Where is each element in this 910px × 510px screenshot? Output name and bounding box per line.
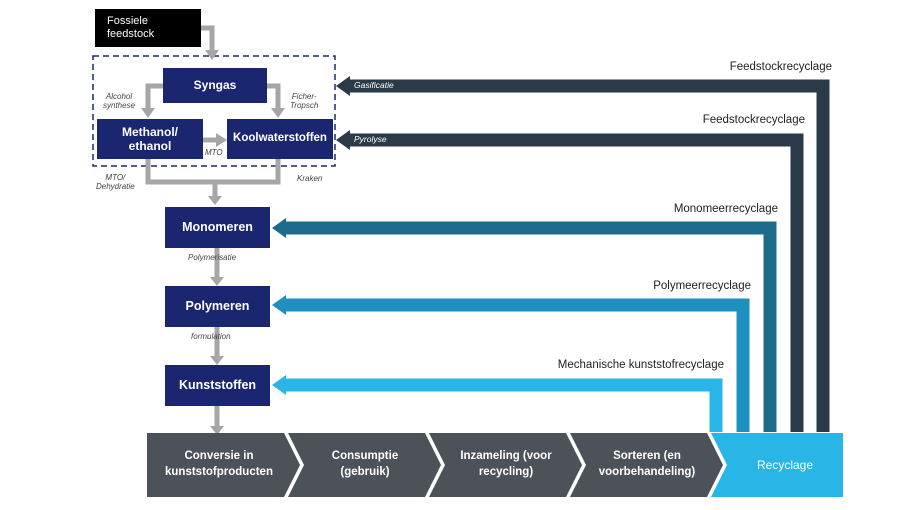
formulation-label: formulation bbox=[191, 332, 231, 341]
chain-step-sorting: Sorteren (en voorbehandeling) bbox=[598, 450, 696, 478]
mechanical-recycle-label: Mechanische kunststofrecyclage bbox=[557, 359, 724, 371]
pyrolysis-return-arrow bbox=[346, 133, 804, 432]
chain-step-shape bbox=[288, 433, 441, 497]
feedstock-recycle-label-2: Feedstockrecyclage bbox=[702, 114, 805, 126]
chain-step-shape bbox=[570, 433, 723, 497]
hydrocarbons-node: Koolwaterstoffen bbox=[227, 119, 333, 159]
feedstock-recycle-label-1: Feedstockrecyclage bbox=[729, 61, 832, 73]
polymerisation-label: Polymerisatie bbox=[188, 253, 237, 262]
syngas-to-hydrocarbons-arrow bbox=[267, 83, 281, 110]
chain-step-recyclage-shape bbox=[711, 433, 843, 497]
monomer-recycle-label: Monomeerrecyclage bbox=[673, 203, 778, 215]
syngas-to-methanol-arrow bbox=[145, 83, 163, 110]
fischer-tropsch-label: Ficher- Tropsch bbox=[290, 92, 319, 111]
polymer-recycle-arrow bbox=[282, 298, 750, 432]
polymer-recycle-label: Polymeerrecyclage bbox=[653, 280, 751, 292]
mto-dehydration-label: MTO/ Dehydratie bbox=[96, 173, 135, 192]
methanol-node: Methanol/ ethanol bbox=[97, 119, 203, 159]
pyrolysis-label: Pyrolyse bbox=[354, 134, 387, 144]
fossil-feedstock-box: Fossiele feedstock bbox=[95, 9, 201, 47]
chain-step-recyclage: Recyclage bbox=[756, 457, 814, 472]
mto-label: MTO bbox=[205, 148, 223, 157]
gasification-return-arrow bbox=[346, 79, 830, 432]
alcohol-synthesis-label: Alcohol synthese bbox=[103, 92, 136, 111]
chain-step-shape bbox=[147, 433, 300, 497]
monomer-recycle-arrow bbox=[282, 221, 777, 432]
chain-step-consumption: Consumptie (gebruik) bbox=[331, 450, 399, 478]
syngas-node: Syngas bbox=[163, 68, 267, 103]
cracking-label: Kraken bbox=[297, 174, 323, 183]
monomers-node: Monomeren bbox=[165, 207, 270, 248]
chain-step-collection: Inzameling (voor recycling) bbox=[460, 450, 552, 478]
plastics-node: Kunststoffen bbox=[165, 365, 270, 406]
gasification-label: Gasificatie bbox=[354, 80, 394, 90]
chain-step-shape bbox=[429, 433, 582, 497]
merge-arrow bbox=[145, 158, 281, 185]
polymers-node: Polymeren bbox=[165, 286, 270, 327]
chain-step-conversion: Conversie in kunststofproducten bbox=[165, 450, 273, 478]
mechanical-recycle-arrow bbox=[282, 378, 723, 432]
